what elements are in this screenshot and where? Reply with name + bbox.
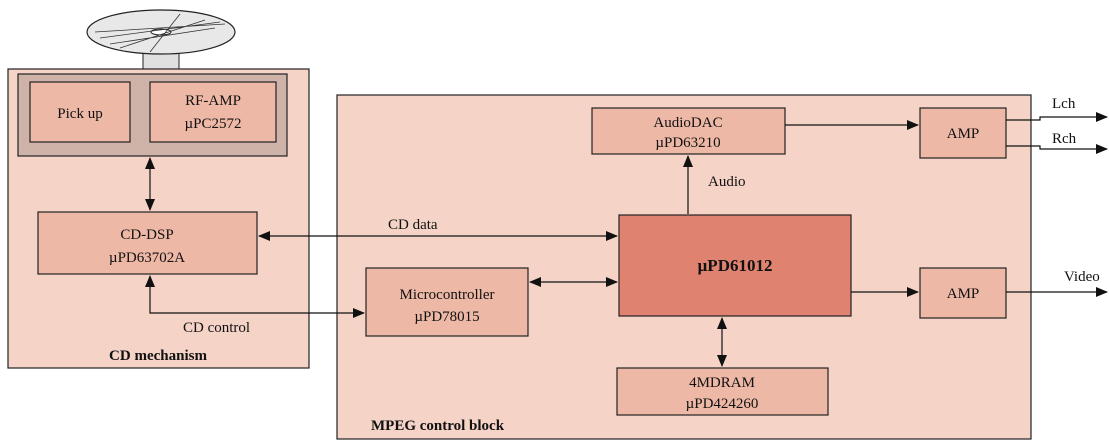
audio-dac-block (591, 107, 786, 155)
dram-part: µPD424260 (686, 396, 759, 412)
audio-label: Audio (708, 174, 746, 190)
rf-amp-label: RF-AMP (185, 93, 241, 109)
lch-output (1006, 112, 1108, 122)
microcontroller-label: Microcontroller (400, 287, 495, 303)
amp-audio-block (919, 107, 1007, 159)
pickup-label: Pick up (57, 106, 102, 122)
mpeg-control-title: MPEG control block (371, 418, 505, 434)
main-chip-label: µPD61012 (698, 256, 773, 275)
video-label: Video (1064, 269, 1100, 285)
lch-label: Lch (1052, 96, 1076, 112)
main-chip-block (618, 214, 852, 317)
rf-amp-block (149, 81, 277, 143)
audio-dac-label: AudioDAC (653, 115, 722, 131)
cd-dsp-label: CD-DSP (120, 227, 173, 243)
rch-label: Rch (1052, 131, 1077, 147)
audio-dac-part: µPD63210 (655, 135, 720, 151)
amp-video-label: AMP (947, 286, 980, 302)
cd-control-label: CD control (183, 320, 250, 336)
cd-mechanism-title: CD mechanism (109, 348, 207, 364)
cd-data-label: CD data (388, 217, 438, 233)
cd-dsp-part: µPD63702A (109, 250, 185, 266)
rch-output (1006, 144, 1108, 154)
amp-audio-label: AMP (947, 126, 980, 142)
dram-label: 4MDRAM (689, 375, 755, 391)
amp-video-block (919, 267, 1007, 319)
dram-block (616, 367, 829, 416)
microcontroller-part: µPD78015 (414, 309, 479, 325)
pickup-block (29, 81, 131, 143)
rf-amp-part: µPC2572 (185, 116, 242, 132)
cd-disc-icon (86, 9, 236, 71)
cd-control-link (145, 275, 365, 318)
microcontroller-block (365, 267, 529, 337)
cd-dsp-block (37, 211, 258, 275)
